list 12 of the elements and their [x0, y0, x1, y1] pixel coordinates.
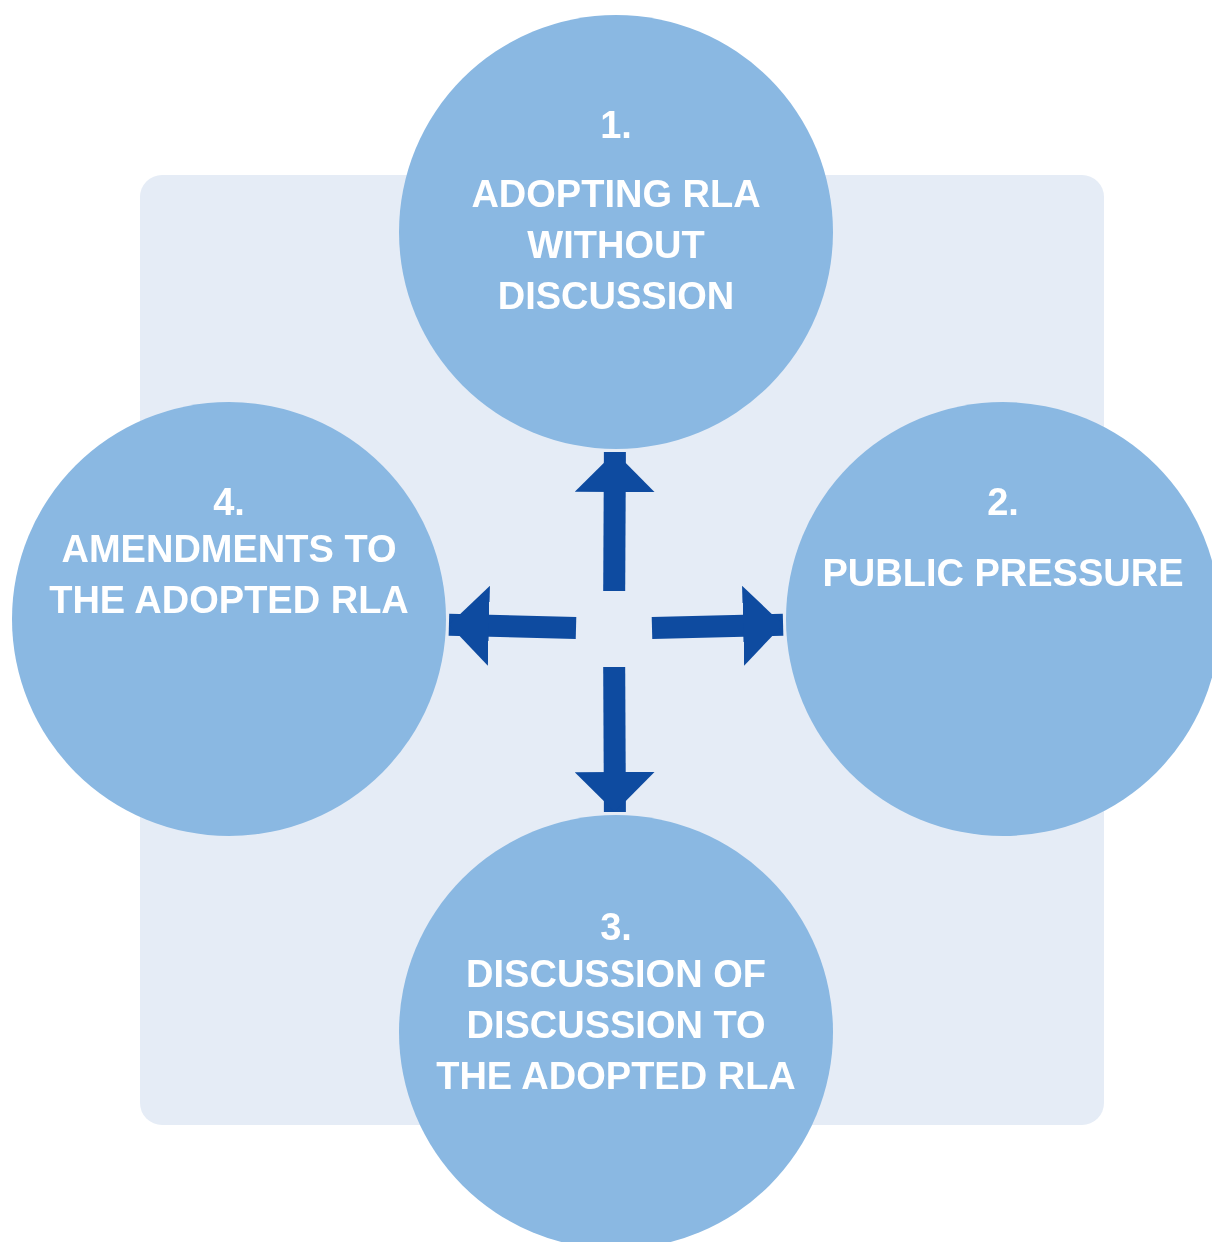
- step-number: 1.: [600, 103, 632, 147]
- arrow: [574, 451, 655, 592]
- arrow: [651, 585, 784, 666]
- step-title: DISCUSSION OF DISCUSSION TO THE ADOPTED RLA: [435, 952, 797, 1099]
- step-title: ADOPTING RLA WITHOUT DISCUSSION: [470, 172, 762, 319]
- arrow: [448, 585, 577, 666]
- step-number: 4.: [213, 480, 245, 524]
- step-title: PUBLIC PRESSURE: [822, 551, 1184, 596]
- step-number: 2.: [987, 480, 1019, 524]
- step-number: 3.: [600, 905, 632, 949]
- arrow: [574, 666, 655, 813]
- step-title: AMENDMENTS TO THE ADOPTED RLA: [48, 527, 410, 623]
